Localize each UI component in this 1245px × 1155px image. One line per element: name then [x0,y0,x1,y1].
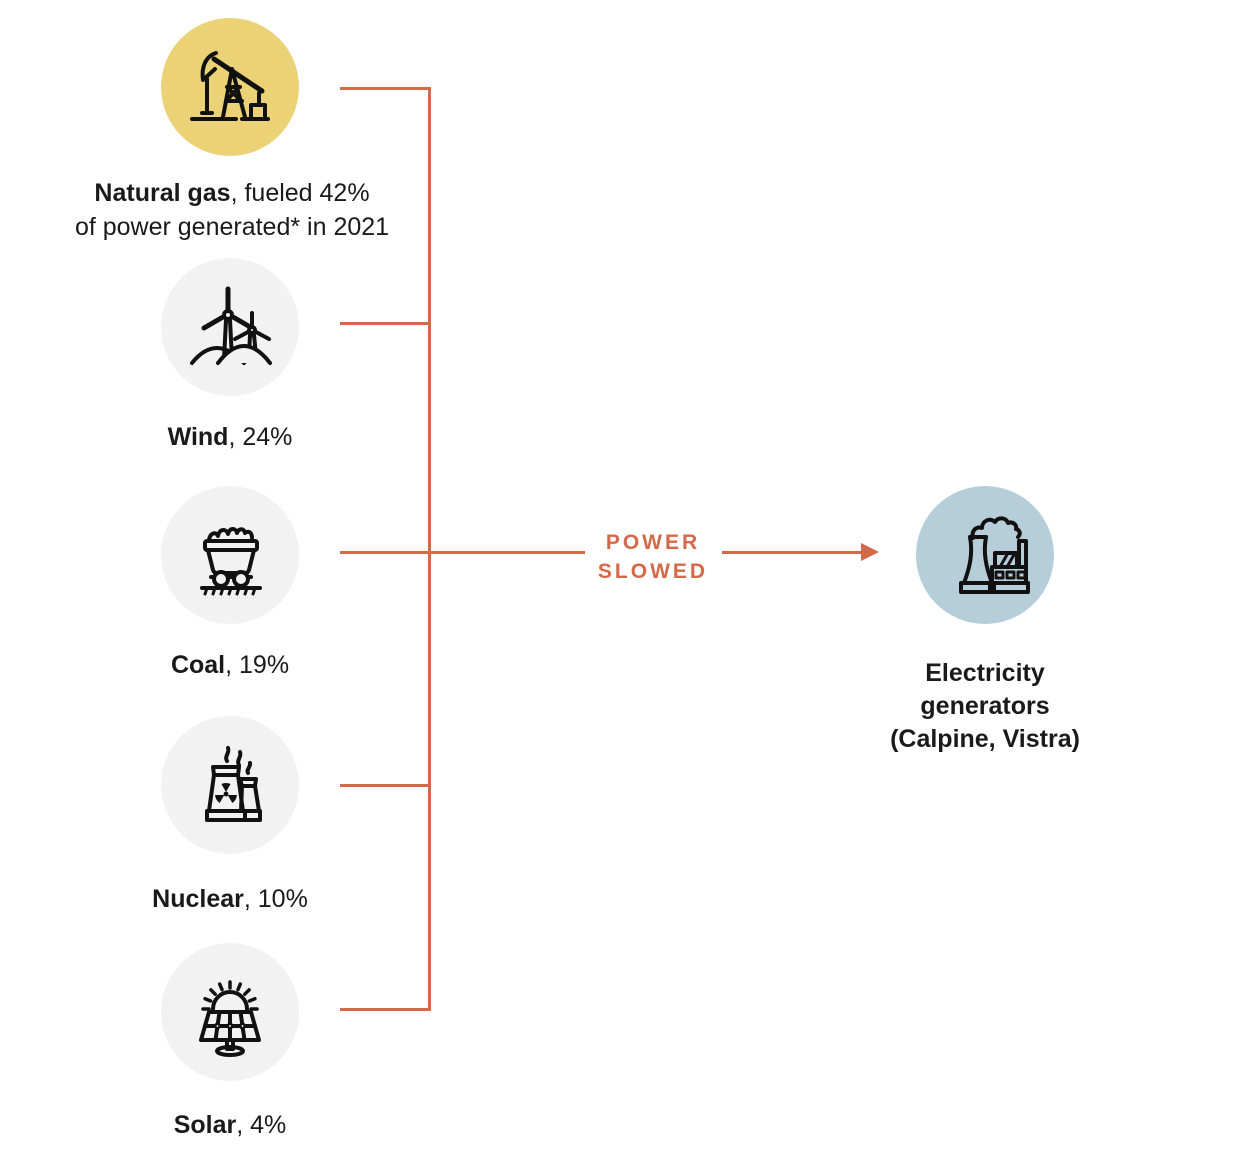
natural-gas-label-line1: Natural gas, fueled 42% [32,176,432,210]
nuclear-label: Nuclear, 10% [55,882,405,916]
coal-label: Coal, 19% [55,648,405,682]
natural-gas-detail: , fueled 42% [230,179,370,207]
wind-detail: , 24% [228,423,293,451]
nuclear-detail: , 10% [243,885,308,913]
flow-label-line2: SLOWED [597,560,709,583]
power-plant-icon [937,507,1033,603]
solar-detail: , 4% [236,1111,287,1139]
generators-label-line3: (Calpine, Vistra) [890,725,1080,753]
nuclear-plant-icon [182,737,278,833]
generators-label-line2: generators [920,692,1050,720]
electricity-generators-label: Electricity generators (Calpine, Vistra) [835,657,1135,756]
connector-line-solar [340,1008,431,1011]
natural-gas-circle [161,18,299,156]
connector-line-coal [340,551,585,554]
generators-label-line1: Electricity [925,659,1045,687]
coal-name: Coal [170,651,226,679]
solar-circle [161,943,299,1081]
solar-name: Solar [173,1111,237,1139]
solar-panel-icon [182,964,278,1060]
wind-name: Wind [167,423,229,451]
natural-gas-name: Natural gas [94,179,231,207]
connector-line-nuclear [340,784,431,787]
flow-label: POWER SLOWED [568,528,738,586]
coal-circle [161,486,299,624]
flow-label-line1: POWER [605,531,701,554]
coal-cart-icon [182,507,278,603]
coal-detail: , 19% [225,651,290,679]
connector-vertical-trunk-line [428,87,431,1011]
nuclear-circle [161,716,299,854]
solar-label: Solar, 4% [55,1108,405,1142]
oil-pumpjack-icon [182,39,278,135]
electricity-generators-circle [916,486,1054,624]
natural-gas-label: Natural gas, fueled 42% of power generat… [32,176,432,244]
wind-label: Wind, 24% [55,420,405,454]
natural-gas-label-line2: of power generated* in 2021 [74,213,390,241]
wind-circle [161,258,299,396]
connector-line-natural-gas [340,87,431,90]
connector-line-wind [340,322,431,325]
flow-arrow-line [722,551,862,554]
arrowhead-icon [861,543,879,561]
wind-turbines-icon [182,279,278,375]
nuclear-name: Nuclear [152,885,244,913]
